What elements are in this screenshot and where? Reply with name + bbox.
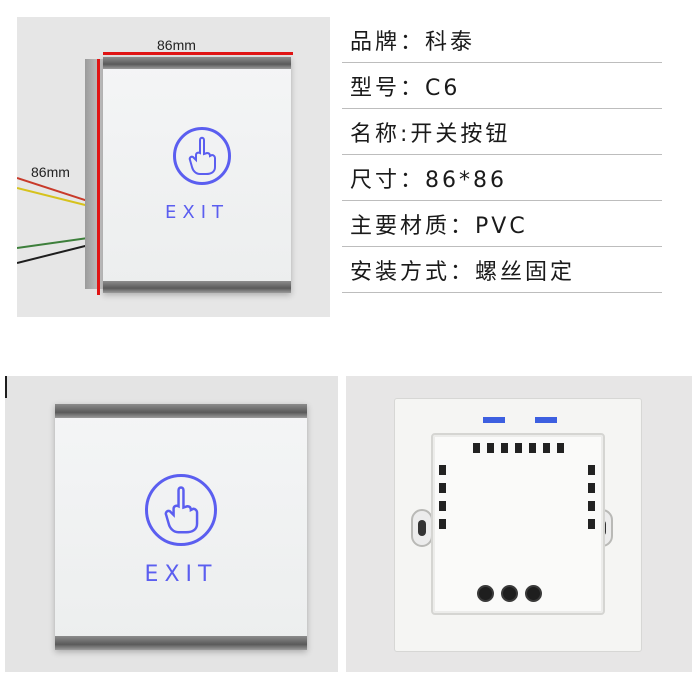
wire-black [346,376,506,388]
product-photo-front: EXIT [5,376,338,672]
exit-label: EXIT [144,562,218,587]
switch-panel-front: EXIT [103,57,291,293]
wire-black [5,376,7,398]
vent [588,519,595,529]
pointing-hand-icon [188,136,216,175]
vent [487,443,494,453]
back-housing [431,433,605,615]
switch-panel-front: EXIT [55,404,307,650]
width-dimension-label: 86mm [157,37,196,53]
vent [473,443,480,453]
hand-button-icon [173,127,231,185]
vent [529,443,536,453]
vent [543,443,550,453]
terminal-screw-3 [525,585,542,602]
terminal-screw-2 [501,585,518,602]
panel-bottom-bar [55,636,307,650]
panel-top-bar [103,57,291,69]
mount-slot-left [411,509,433,547]
spec-model: 型号：C6 [342,63,662,109]
led-indicator-left [483,417,505,423]
spec-brand: 品牌：科泰 [342,17,662,63]
vent [588,501,595,511]
vent [439,519,446,529]
led-indicator-right [535,417,557,423]
panel-top-bar [55,404,307,418]
hand-button-icon [145,474,217,546]
height-dimension-line [97,59,100,295]
terminal-screw-1 [477,585,494,602]
vent [439,501,446,511]
vent [588,465,595,475]
product-photo-front-dimensions: EXIT [17,17,330,317]
vent [501,443,508,453]
vent [515,443,522,453]
spec-installation: 安装方式：螺丝固定 [342,247,662,293]
spec-list: 品牌：科泰 型号：C6 名称:开关按钮 尺寸：86*86 主要材质：PVC 安装… [342,17,662,293]
spec-material: 主要材质：PVC [342,201,662,247]
exit-label: EXIT [164,202,229,223]
vent [557,443,564,453]
spec-name: 名称:开关按钮 [342,109,662,155]
vent [588,483,595,493]
width-dimension-line [103,52,293,55]
pointing-hand-icon [164,486,199,534]
panel-side-edge [85,59,105,289]
vent [439,465,446,475]
panel-bottom-bar [103,281,291,293]
wire-yellow [5,376,62,397]
wire-red [5,376,60,402]
height-dimension-label: 86mm [31,164,70,180]
wire-green [346,376,505,399]
spec-size: 尺寸：86*86 [342,155,662,201]
vent [439,483,446,493]
product-photo-back [346,376,692,672]
switch-panel-back-frame [394,398,642,652]
